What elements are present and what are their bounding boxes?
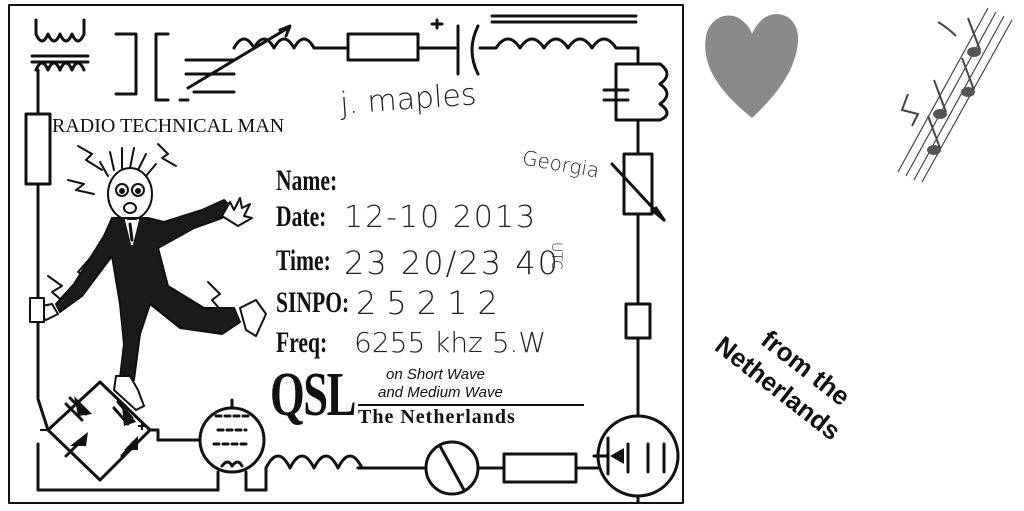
circuit-diagram [8, 4, 684, 504]
field-freq-value: 6255 khz 5.W [354, 326, 547, 359]
field-sinpo-label: SINPO: [276, 286, 350, 319]
qsl-heading: QSL [270, 361, 356, 429]
card-title: RADIO TECHNICAL MAN [52, 115, 285, 137]
qsl-card: RADIO TECHNICAL MAN j. maples Georgia Na… [8, 4, 684, 504]
music-notes-sticker [897, 7, 1013, 182]
field-time-value: 23 20/23 40 [344, 244, 560, 282]
country-label: The Netherlands [358, 406, 516, 428]
field-name-label: Name: [276, 164, 338, 197]
field-sinpo-value: 25212 [356, 284, 508, 322]
field-date-label: Date: [276, 200, 327, 233]
field-freq-label: Freq: [276, 326, 328, 359]
subtitle-medium-wave: and Medium Wave [378, 384, 503, 401]
cartoon-man-illustration [29, 143, 267, 411]
field-date-value: 12-10 2013 [344, 200, 538, 235]
field-time-label: Time: [276, 244, 331, 277]
subtitle-underline [358, 404, 584, 406]
subtitle-short-wave: on Short Wave [386, 366, 485, 383]
heart-sticker [705, 14, 799, 118]
field-time-suffix: UTC [548, 242, 564, 270]
